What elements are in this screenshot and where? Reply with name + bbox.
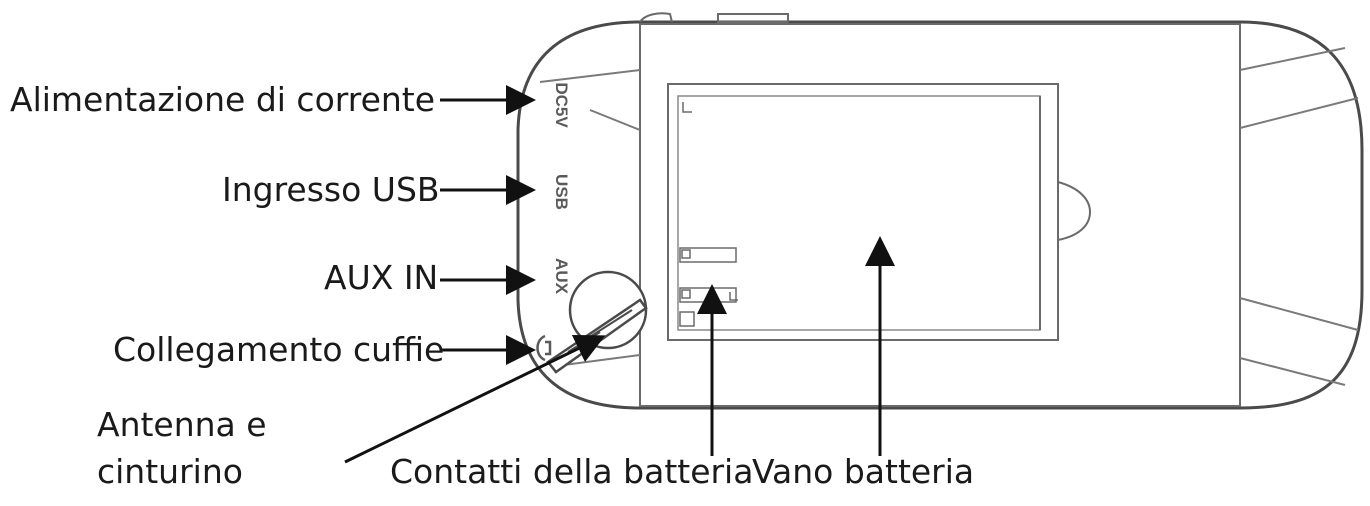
bevel-line [1239, 47, 1346, 71]
label-usb-input: Ingresso USB [222, 170, 440, 209]
rear-panel [639, 23, 1241, 407]
label-aux-in: AUX IN [324, 258, 439, 297]
device-body [516, 20, 1364, 410]
label-headphones: Collegamento cuffie [113, 330, 445, 369]
top-button-left [639, 12, 673, 23]
bevel-line [539, 69, 641, 83]
label-battery-compartment: Vano batteria [752, 452, 975, 491]
corner-mark [682, 102, 692, 113]
label-power: Alimentazione di corrente [10, 80, 436, 119]
battery-compartment-inner [677, 95, 1041, 331]
top-button-right [717, 13, 789, 23]
battery-latch-tab [1057, 181, 1092, 241]
bevel-line [589, 109, 641, 131]
bevel-line [1239, 357, 1346, 386]
headphone-icon [536, 334, 552, 362]
battery-compartment [667, 83, 1059, 341]
label-antenna-line2: cinturino [97, 452, 243, 491]
port-label-dc5v: DC5V [552, 82, 571, 128]
port-label-usb: USB [552, 174, 571, 210]
volume-knob [568, 270, 648, 350]
port-label-aux: AUX [552, 258, 571, 295]
bevel-line [1239, 297, 1359, 331]
label-battery-contacts: Contatti della batteria [390, 452, 754, 491]
label-antenna-line1: Antenna e [97, 405, 267, 444]
arrow-antenna [344, 335, 606, 464]
battery-contacts [679, 247, 738, 327]
bevel-line [1239, 97, 1359, 129]
